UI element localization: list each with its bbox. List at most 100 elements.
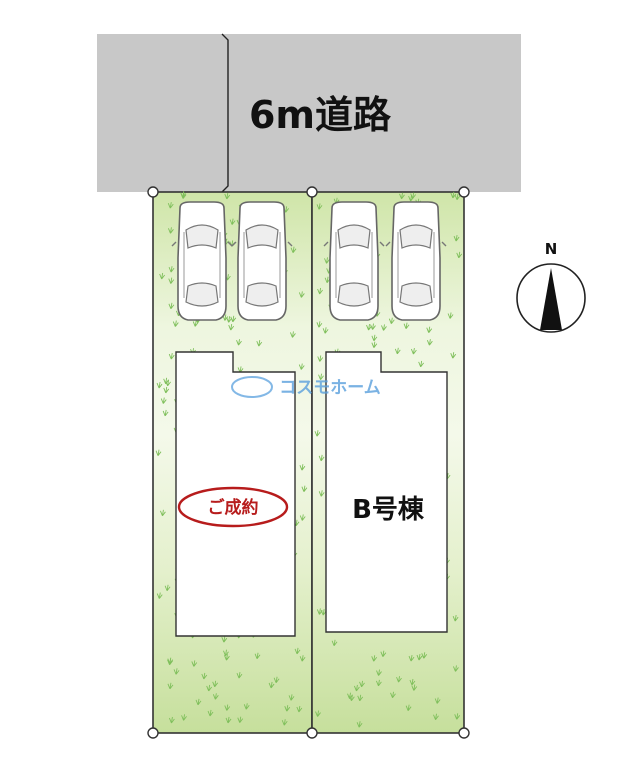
grass-tuft bbox=[403, 322, 410, 329]
grass-tuft bbox=[195, 698, 202, 706]
car-icon bbox=[323, 201, 385, 321]
grass-tuft bbox=[452, 615, 459, 622]
grass-tuft bbox=[168, 302, 175, 310]
grass-tuft bbox=[375, 679, 382, 687]
grass-tuft bbox=[201, 672, 208, 680]
grass-tuft bbox=[366, 324, 372, 331]
grass-tuft bbox=[224, 704, 231, 711]
grass-tuft bbox=[256, 340, 263, 347]
grass-tuft bbox=[453, 665, 459, 672]
grass-tuft bbox=[212, 680, 219, 688]
grass-tuft bbox=[359, 680, 365, 688]
grass-tuft bbox=[454, 713, 461, 720]
grass-tuft bbox=[381, 324, 387, 331]
grass-tuft bbox=[212, 693, 219, 700]
grass-tuft bbox=[159, 272, 166, 280]
grass-tuft bbox=[318, 373, 324, 380]
grass-tuft bbox=[163, 377, 170, 385]
grass-tuft bbox=[357, 694, 364, 702]
grass-tuft bbox=[317, 355, 324, 362]
grass-tuft bbox=[223, 649, 229, 657]
grass-tuft bbox=[290, 331, 296, 338]
grass-tuft bbox=[284, 705, 291, 712]
building-b-footprint bbox=[325, 351, 448, 633]
grass-tuft bbox=[408, 655, 415, 662]
grass-tuft bbox=[447, 312, 454, 319]
grass-tuft bbox=[410, 348, 417, 355]
grass-tuft bbox=[237, 716, 244, 723]
grass-tuft bbox=[426, 326, 433, 333]
grass-tuft bbox=[324, 257, 330, 264]
grass-tuft bbox=[298, 291, 305, 298]
grass-tuft bbox=[318, 490, 325, 497]
grass-tuft bbox=[314, 430, 321, 437]
grass-tuft bbox=[160, 509, 166, 517]
grass-tuft bbox=[409, 678, 416, 686]
grass-tuft bbox=[421, 652, 428, 659]
road-divider-line bbox=[221, 33, 229, 193]
north-arrow-icon: N bbox=[516, 240, 586, 333]
grass-tuft bbox=[167, 658, 173, 666]
grass-tuft bbox=[155, 449, 162, 456]
grass-tuft bbox=[453, 234, 460, 242]
grass-tuft bbox=[356, 721, 363, 728]
grass-tuft bbox=[206, 684, 213, 692]
grass-tuft bbox=[281, 719, 288, 726]
grass-tuft bbox=[454, 193, 461, 201]
grass-tuft bbox=[371, 334, 378, 342]
grass-tuft bbox=[181, 714, 187, 721]
grass-tuft bbox=[162, 409, 169, 417]
corner-markers bbox=[147, 186, 470, 739]
grass-tuft bbox=[405, 704, 412, 711]
grass-tuft bbox=[347, 692, 353, 699]
grass-tuft bbox=[315, 710, 321, 717]
grass-tuft bbox=[390, 691, 396, 699]
grass-tuft bbox=[236, 672, 243, 679]
grass-tuft bbox=[172, 320, 179, 327]
grass-tuft bbox=[168, 277, 175, 284]
watermark: コスモホーム bbox=[231, 376, 381, 398]
grass-tuft bbox=[192, 320, 199, 327]
grass-tuft bbox=[317, 287, 323, 295]
grass-tuft bbox=[167, 202, 174, 209]
grass-tuft bbox=[331, 639, 338, 647]
grass-tuft bbox=[394, 347, 401, 355]
grass-tuft bbox=[296, 705, 303, 713]
grass-tuft bbox=[168, 353, 175, 360]
grass-tuft bbox=[426, 339, 433, 346]
grass-tuft bbox=[229, 218, 236, 225]
grass-tuft bbox=[226, 316, 232, 323]
car-icon bbox=[385, 201, 447, 321]
grass-tuft bbox=[224, 654, 230, 661]
grass-tuft bbox=[156, 592, 163, 599]
lot-b-label: B号棟 bbox=[352, 495, 425, 525]
grass-tuft bbox=[416, 653, 423, 661]
grass-tuft bbox=[254, 652, 261, 660]
grass-tuft bbox=[164, 584, 171, 592]
grass-tuft bbox=[156, 381, 163, 389]
car-icon bbox=[171, 201, 233, 321]
grass-tuft bbox=[180, 192, 187, 199]
grass-tuft bbox=[163, 386, 170, 394]
grass-tuft bbox=[299, 514, 306, 521]
grass-tuft bbox=[380, 650, 387, 657]
grass-tuft bbox=[298, 363, 305, 370]
grass-tuft bbox=[299, 464, 306, 471]
grass-tuft bbox=[410, 192, 417, 199]
grass-tuft bbox=[371, 341, 378, 348]
grass-tuft bbox=[316, 203, 323, 210]
grass-tuft bbox=[230, 315, 237, 323]
grass-tuft bbox=[168, 227, 174, 234]
grass-tuft bbox=[376, 669, 382, 676]
grass-tuft bbox=[450, 352, 457, 359]
grass-tuft bbox=[433, 713, 439, 721]
north-label: N bbox=[545, 240, 558, 258]
road bbox=[97, 34, 521, 192]
grass-tuft bbox=[207, 709, 214, 717]
grass-tuft bbox=[353, 684, 360, 692]
grass-tuft bbox=[191, 660, 198, 667]
grass-tuft bbox=[371, 655, 378, 662]
grass-tuft bbox=[316, 321, 323, 328]
grass-tuft bbox=[411, 684, 418, 691]
grass-tuft bbox=[396, 676, 402, 683]
